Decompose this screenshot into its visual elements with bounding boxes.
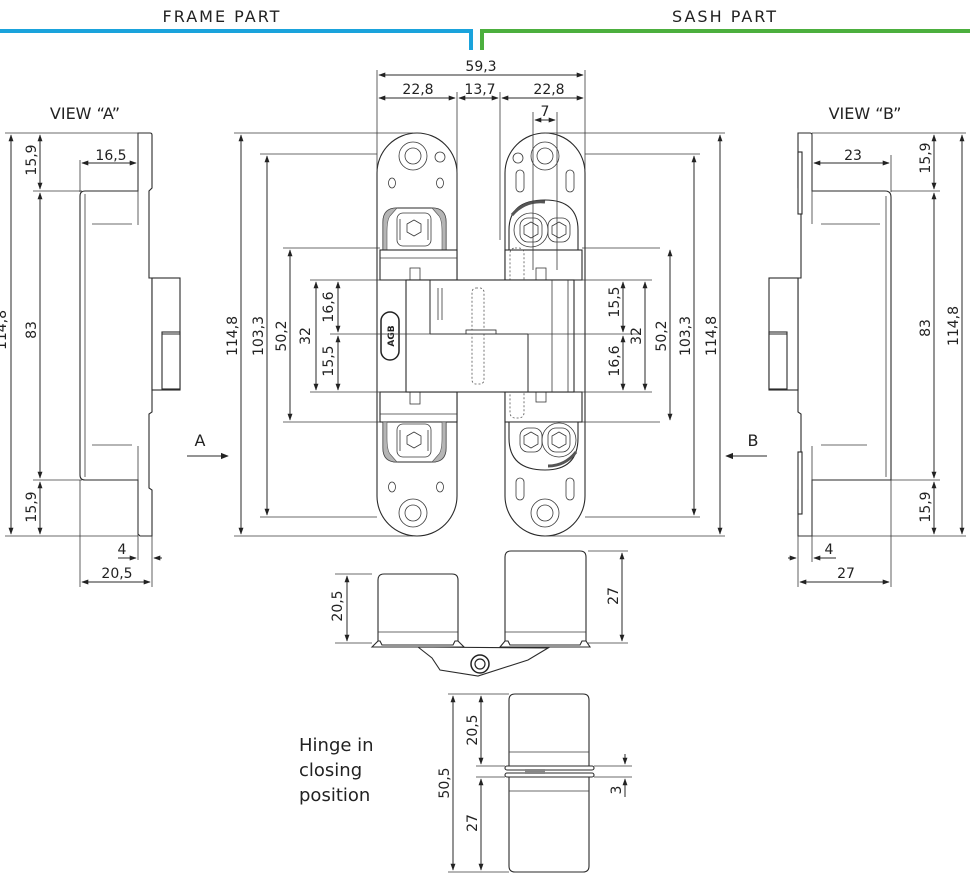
- top-view-dim-sash-depth: 27: [606, 587, 622, 605]
- view-b-dim-depth-top: 23: [844, 148, 862, 164]
- closed-note-line3: position: [299, 785, 370, 806]
- view-a-dim-total-height: 114,8: [0, 310, 10, 350]
- closed-view-frame-block: [508, 693, 590, 767]
- closed-view-sash-block: [508, 776, 590, 873]
- top-view-sash-block: [504, 550, 587, 648]
- dim-width-total: 59,3: [465, 59, 496, 75]
- left-dim-total: 114,8: [225, 316, 241, 356]
- right-dim-screw-span: 103,3: [678, 316, 694, 356]
- view-b: VIEW “B” 114,8 15,9 83 15,9 23: [768, 104, 966, 587]
- view-a-dim-depth-top: 16,5: [95, 148, 126, 164]
- view-b-dim-depth: 27: [837, 566, 855, 582]
- view-b-sash-body: [797, 132, 892, 537]
- frame-part-bracket: [0, 29, 473, 50]
- closed-dim-gap: 3: [609, 786, 625, 795]
- closed-note-line1: Hinge in: [299, 735, 374, 756]
- view-b-arrow: B: [725, 431, 767, 460]
- right-dim-body: 50,2: [654, 320, 670, 351]
- hinge-center-body: [405, 279, 575, 393]
- view-a: VIEW “A” 114,8 15,9 83 15,9 16,5: [0, 104, 181, 587]
- right-dim-total: 114,8: [704, 316, 720, 356]
- view-b-dim-top: 15,9: [918, 142, 934, 173]
- view-b-dim-flange: 4: [825, 542, 834, 558]
- closed-dim-upper: 20,5: [465, 714, 481, 745]
- dim-hole-width: 7: [541, 104, 550, 120]
- top-view: 20,5 27: [330, 550, 628, 677]
- view-b-dim-middle: 83: [918, 319, 934, 337]
- left-dim-body: 50,2: [274, 320, 290, 351]
- sash-part-label: SASH PART: [672, 7, 778, 26]
- dim-width-frame: 22,8: [402, 82, 433, 98]
- arrow-a-label: A: [195, 431, 206, 450]
- top-view-dim-frame-depth: 20,5: [330, 590, 346, 621]
- closed-view: Hinge in closing position 50,5 20,5 27 3: [299, 693, 632, 873]
- left-dim-screw-span: 103,3: [251, 316, 267, 356]
- header: FRAME PART SASH PART: [0, 7, 970, 50]
- view-a-frame-body: [79, 132, 153, 537]
- view-b-dim-total-height: 114,8: [946, 306, 962, 346]
- front-view: AGB: [225, 59, 725, 537]
- view-a-dim-top: 15,9: [24, 144, 40, 175]
- view-a-title: VIEW “A”: [50, 104, 120, 123]
- dim-width-gap: 13,7: [464, 82, 495, 98]
- top-view-frame-block: [377, 573, 459, 648]
- right-dim-center: 32: [629, 327, 645, 345]
- view-a-dim-depth: 20,5: [101, 566, 132, 582]
- right-dim-upper: 15,5: [607, 286, 623, 317]
- closed-dim-lower: 27: [465, 814, 481, 832]
- agb-logo: AGB: [380, 311, 400, 361]
- arrow-b-label: B: [748, 431, 759, 450]
- closed-dim-total: 50,5: [437, 767, 453, 798]
- left-dim-lower: 15,5: [321, 345, 337, 376]
- logo-text: AGB: [387, 325, 397, 346]
- left-dim-upper: 16,6: [321, 291, 337, 322]
- view-b-dim-bottom: 15,9: [918, 491, 934, 522]
- closed-note-line2: closing: [299, 760, 362, 781]
- right-dim-lower: 16,6: [607, 345, 623, 376]
- view-a-dim-bottom: 15,9: [24, 491, 40, 522]
- view-a-dim-middle: 83: [24, 321, 40, 339]
- view-a-arrow: A: [187, 431, 229, 460]
- dim-width-sash: 22,8: [533, 82, 564, 98]
- sash-part-bracket: [480, 29, 970, 50]
- frame-part-label: FRAME PART: [163, 7, 282, 26]
- view-a-dim-flange: 4: [118, 542, 127, 558]
- left-dim-center: 32: [298, 327, 314, 345]
- view-b-title: VIEW “B”: [829, 104, 902, 123]
